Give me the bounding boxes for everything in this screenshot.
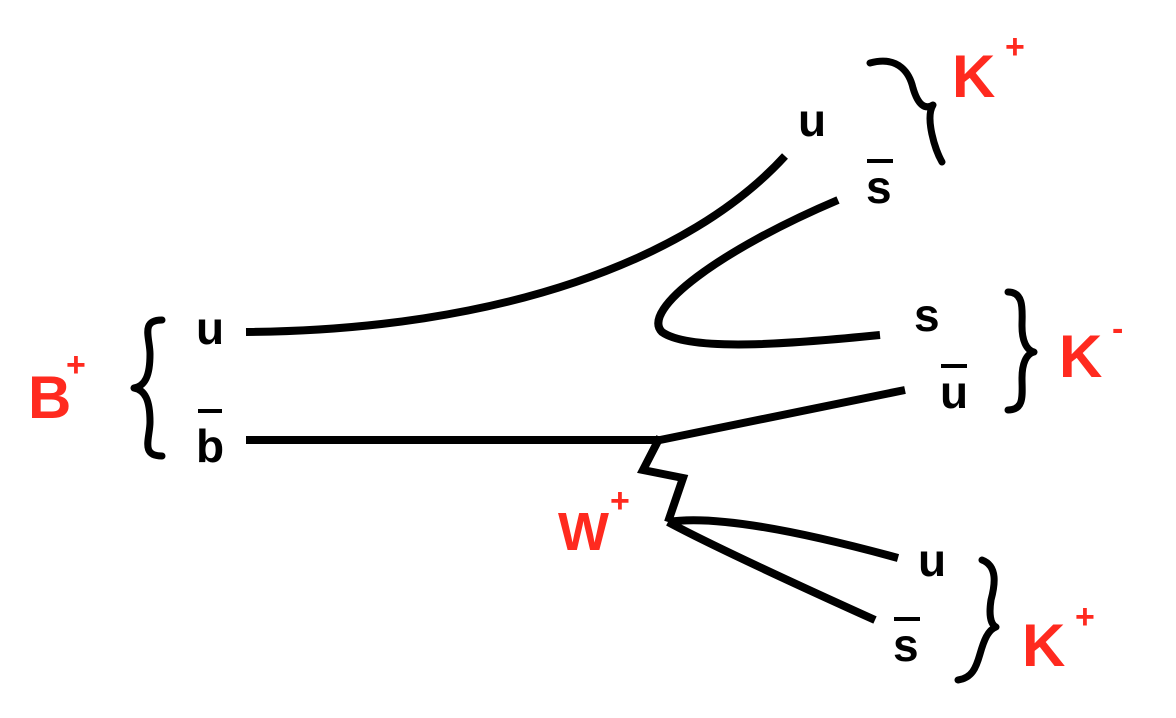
- quark-label-sbar-top: s: [866, 161, 892, 213]
- brace-k-minus: [1004, 288, 1038, 414]
- w-decay-u-line: [667, 516, 900, 562]
- label-k-minus: K: [1059, 323, 1102, 390]
- w-decay-sbar-line: [666, 518, 877, 624]
- label-k-plus-bottom: K: [1022, 612, 1065, 679]
- brace-k-plus-bottom: [954, 556, 1000, 684]
- charge-k-minus: -: [1112, 310, 1123, 348]
- charge-w-boson: +: [610, 482, 630, 520]
- label-k-plus-top: K: [952, 43, 995, 110]
- ubar-quark-line: [659, 386, 906, 444]
- s-sbar-pair-line: [654, 196, 881, 349]
- quark-label-u-top: u: [798, 94, 826, 146]
- quark-label-bbar: b: [196, 420, 224, 472]
- brace-b-meson: [130, 316, 166, 460]
- brace-k-plus-top: [866, 57, 946, 166]
- quark-label-sbar-bottom: s: [893, 619, 919, 671]
- charge-b-meson: +: [66, 346, 86, 384]
- charge-k-plus-top: +: [1005, 28, 1025, 66]
- spectator-u-quark-line: [245, 153, 788, 336]
- label-w-boson: W: [558, 502, 609, 562]
- charge-k-plus-bottom: +: [1075, 598, 1095, 636]
- label-b-meson: B: [28, 364, 71, 431]
- w-boson-line: [637, 435, 689, 524]
- quark-label-ubar-middle: u: [940, 366, 968, 418]
- quark-label-u-initial: u: [196, 302, 224, 354]
- quark-label-u-bottom: u: [918, 534, 946, 586]
- quark-label-s-middle: s: [914, 289, 940, 341]
